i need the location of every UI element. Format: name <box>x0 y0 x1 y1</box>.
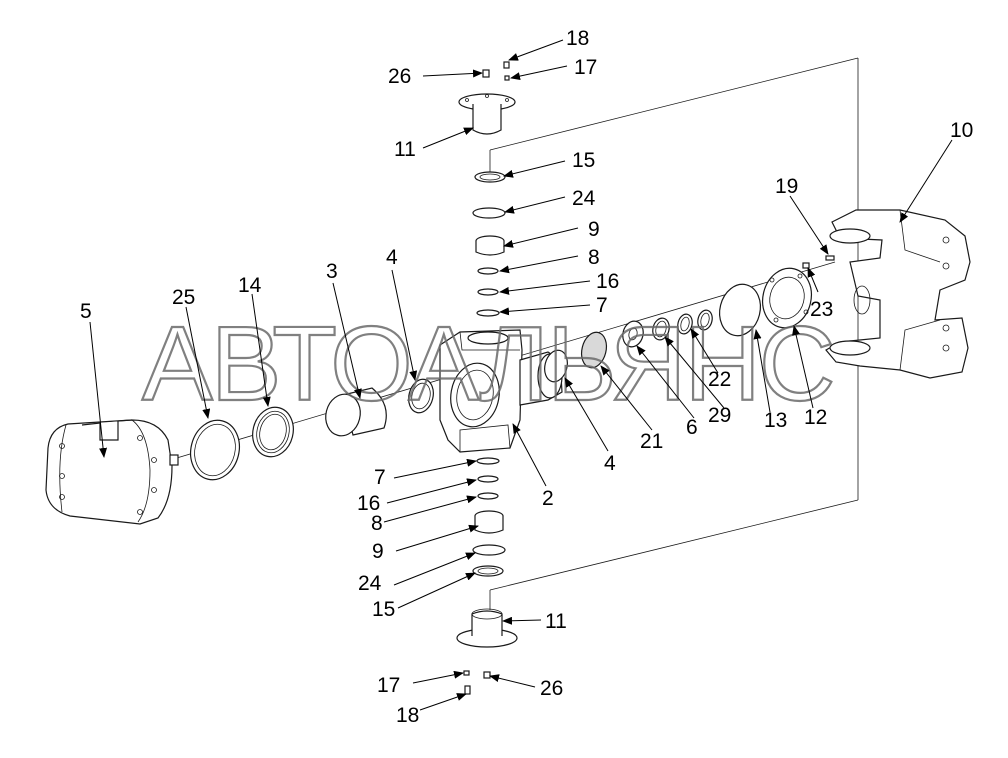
label-15-top: 15 <box>572 149 595 172</box>
label-10: 10 <box>950 119 973 142</box>
label-3: 3 <box>326 260 338 283</box>
label-7-bottom: 7 <box>374 466 386 489</box>
label-9-top: 9 <box>588 218 600 241</box>
part-10-axle-beam <box>825 209 971 379</box>
part-13-gasket <box>719 283 761 337</box>
part-4-ring-left <box>408 378 434 414</box>
label-24-bottom: 24 <box>358 572 382 595</box>
part-5-housing <box>45 419 179 525</box>
part-25-o-ring <box>190 419 240 481</box>
label-12: 12 <box>804 406 827 429</box>
label-24-top: 24 <box>572 187 596 210</box>
label-17-bottom: 17 <box>377 674 400 697</box>
label-29: 29 <box>708 404 731 427</box>
label-8-bottom: 8 <box>371 512 383 535</box>
label-15-bottom: 15 <box>372 598 395 621</box>
top-stack-parts <box>458 61 516 317</box>
label-19: 19 <box>775 175 798 198</box>
part-21-plate <box>580 331 608 369</box>
label-6: 6 <box>686 416 698 439</box>
part-6-washer <box>622 320 644 348</box>
label-16-bottom: 16 <box>357 492 380 515</box>
label-7-top: 7 <box>596 294 608 317</box>
part-3-sleeve <box>325 387 387 437</box>
part-labels: 18 17 26 11 15 24 9 8 16 7 10 19 23 5 25… <box>80 27 973 727</box>
leader-lines <box>89 39 953 711</box>
label-9-bottom: 9 <box>372 540 384 563</box>
label-21: 21 <box>640 430 663 453</box>
part-22-rings <box>677 309 713 335</box>
label-16-top: 16 <box>596 270 619 293</box>
label-23: 23 <box>810 298 833 321</box>
label-11-top: 11 <box>394 138 416 161</box>
label-18-bottom: 18 <box>396 704 419 727</box>
label-26-bottom: 26 <box>540 677 563 700</box>
part-12-cover <box>762 267 812 329</box>
label-11-bottom: 11 <box>545 610 567 633</box>
part-4-ring-right <box>544 349 568 383</box>
label-18-top: 18 <box>566 27 589 50</box>
label-5: 5 <box>80 300 92 323</box>
label-8-top: 8 <box>588 246 600 269</box>
part-14-seal-ring <box>252 406 294 458</box>
part-29-ring <box>652 317 670 341</box>
label-13: 13 <box>764 409 787 432</box>
label-4-bottom: 4 <box>604 452 616 475</box>
label-26-top: 26 <box>388 65 411 88</box>
label-14: 14 <box>238 274 262 297</box>
bottom-stack-parts <box>456 457 518 695</box>
label-4-top: 4 <box>386 246 398 269</box>
label-25: 25 <box>172 286 195 309</box>
part-19-23-pins <box>802 255 835 269</box>
label-17-top: 17 <box>574 56 597 79</box>
label-2: 2 <box>542 487 554 510</box>
label-22: 22 <box>708 368 731 391</box>
